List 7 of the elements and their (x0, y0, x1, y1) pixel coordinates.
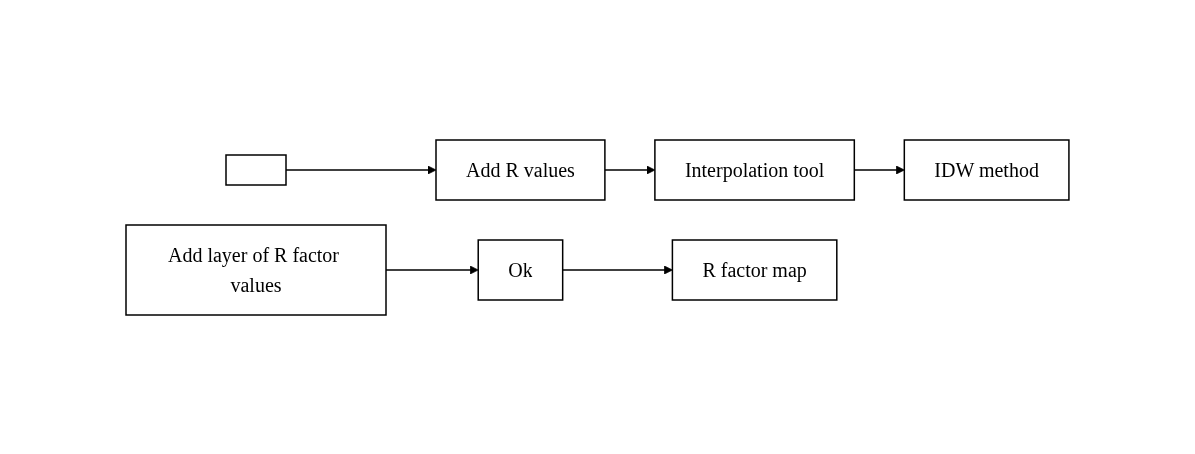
node-box: Interpolation tool (654, 138, 856, 201)
node-box: IDW method (903, 138, 1070, 201)
node-box: R factor map (671, 238, 838, 301)
node-box: Ok (477, 238, 564, 301)
node-box: Add layer of R factor values (125, 223, 387, 316)
node-box (225, 153, 287, 186)
node-box: Add R values (435, 138, 606, 201)
